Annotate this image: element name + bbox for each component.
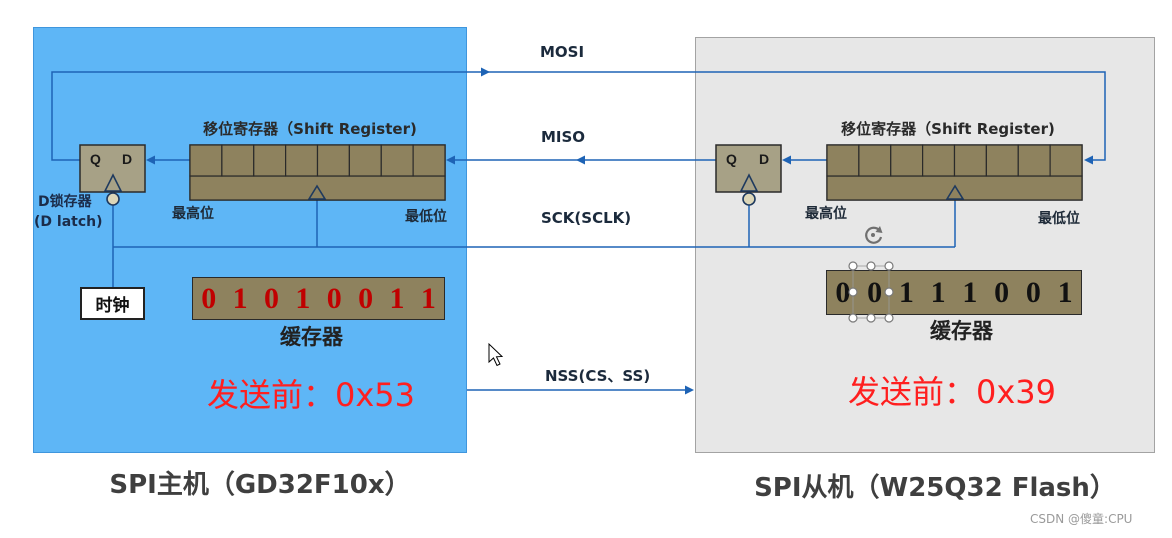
shift-register-bit-cell bbox=[1049, 144, 1083, 177]
master-buffer-register: 0 1 0 1 0 0 1 1 bbox=[192, 277, 445, 320]
slave-latch-clock-bubble bbox=[742, 192, 756, 206]
slave-msb-label: 最高位 bbox=[805, 206, 847, 222]
master-latch-clock-triangle bbox=[103, 173, 123, 192]
mouse-pointer-icon bbox=[488, 342, 504, 367]
master-buffer-bit: 1 bbox=[389, 281, 405, 315]
resize-handle[interactable] bbox=[884, 313, 894, 323]
slave-buffer-bit: 0 bbox=[835, 275, 851, 309]
slave-buffer-bit: 0 bbox=[1025, 275, 1041, 309]
d-latch-name-en: (D latch) bbox=[34, 214, 103, 230]
d-latch-name: D锁存器 bbox=[38, 194, 92, 210]
master-buffer-label: 缓存器 bbox=[280, 325, 343, 349]
clock-source-box: 时钟 bbox=[80, 287, 145, 320]
miso-arrowhead bbox=[446, 155, 455, 165]
shift-register-bit-cell bbox=[380, 144, 414, 177]
slave-before-send-value: 发送前：0x39 bbox=[848, 373, 1057, 411]
nss-label: NSS(CS、SS) bbox=[545, 367, 651, 385]
resize-handle[interactable] bbox=[848, 287, 858, 297]
slave-shift-register-label: 移位寄存器（Shift Register) bbox=[841, 120, 1055, 138]
slave-lsb-label: 最低位 bbox=[1038, 211, 1080, 227]
master-register-clock-triangle bbox=[307, 184, 327, 200]
master-register-to-latch-arrowhead bbox=[146, 155, 155, 165]
master-lsb-label: 最低位 bbox=[405, 209, 447, 225]
mosi-arrowhead bbox=[1084, 155, 1093, 165]
shift-register-bit-cell bbox=[285, 144, 319, 177]
slave-register-clock-triangle bbox=[945, 184, 965, 200]
master-buffer-bit: 1 bbox=[295, 281, 311, 315]
resize-handle[interactable] bbox=[866, 313, 876, 323]
nss-arrowhead bbox=[685, 385, 694, 395]
master-latch-q-label: Q bbox=[90, 151, 101, 167]
master-before-send-value: 发送前：0x53 bbox=[207, 376, 416, 414]
slave-buffer-bit: 1 bbox=[1057, 275, 1073, 309]
mosi-wire bbox=[51, 71, 1106, 161]
shift-register-bit-cell bbox=[890, 144, 924, 177]
shift-register-bit-cell bbox=[858, 144, 892, 177]
slave-buffer-bit: 0 bbox=[994, 275, 1010, 309]
clock-label: 时钟 bbox=[95, 296, 130, 316]
master-panel bbox=[33, 27, 467, 453]
shift-register-bit-cell bbox=[253, 144, 287, 177]
mosi-label: MOSI bbox=[540, 43, 585, 61]
slave-panel bbox=[695, 37, 1155, 453]
shift-register-bit-cell bbox=[316, 144, 350, 177]
slave-latch-d-label: D bbox=[759, 151, 770, 167]
resize-handle[interactable] bbox=[848, 261, 858, 271]
resize-handle[interactable] bbox=[884, 287, 894, 297]
slave-latch-clock-triangle bbox=[739, 173, 759, 192]
slave-buffer-bit: 1 bbox=[898, 275, 914, 309]
selection-box[interactable] bbox=[848, 261, 894, 323]
resize-handle[interactable] bbox=[848, 313, 858, 323]
master-latch-clock-bubble bbox=[106, 192, 120, 206]
master-buffer-bit: 1 bbox=[232, 281, 248, 315]
slave-buffer-label: 缓存器 bbox=[930, 319, 993, 343]
master-latch-d-label: D bbox=[122, 151, 133, 167]
sck-label: SCK(SCLK) bbox=[541, 209, 632, 227]
slave-buffer-bit: 1 bbox=[930, 275, 946, 309]
shift-register-bit-cell bbox=[826, 144, 860, 177]
slave-caption: SPI从机（W25Q32 Flash） bbox=[754, 473, 1116, 503]
watermark: CSDN @傻童:CPU bbox=[1030, 512, 1133, 526]
miso-label: MISO bbox=[541, 128, 586, 146]
miso-direction-arrow bbox=[576, 155, 585, 165]
slave-register-to-latch-arrowhead bbox=[782, 155, 791, 165]
master-msb-label: 最高位 bbox=[172, 206, 214, 222]
resize-handle[interactable] bbox=[866, 261, 876, 271]
shift-register-bit-cell bbox=[922, 144, 956, 177]
slave-latch-q-label: Q bbox=[726, 151, 737, 167]
master-caption: SPI主机（GD32F10x） bbox=[109, 470, 411, 500]
shift-register-bit-cell bbox=[1017, 144, 1051, 177]
selection-outline bbox=[852, 265, 890, 319]
master-shift-register-label: 移位寄存器（Shift Register) bbox=[203, 120, 417, 138]
resize-handle[interactable] bbox=[884, 261, 894, 271]
master-buffer-bit: 0 bbox=[201, 281, 217, 315]
rotate-handle-icon[interactable] bbox=[865, 226, 883, 244]
shift-register-bit-cell bbox=[348, 144, 382, 177]
shift-register-bit-cell bbox=[221, 144, 255, 177]
master-buffer-bit: 0 bbox=[326, 281, 342, 315]
slave-buffer-register: 0 0 1 1 1 0 0 1 bbox=[826, 270, 1082, 315]
master-buffer-bit: 1 bbox=[420, 281, 436, 315]
mosi-direction-arrow bbox=[481, 67, 490, 77]
shift-register-bit-cell bbox=[412, 144, 446, 177]
master-buffer-bit: 0 bbox=[263, 281, 279, 315]
master-buffer-bit: 0 bbox=[358, 281, 374, 315]
slave-buffer-bit: 0 bbox=[867, 275, 883, 309]
slave-buffer-bit: 1 bbox=[962, 275, 978, 309]
slave-shift-register bbox=[826, 144, 1083, 201]
